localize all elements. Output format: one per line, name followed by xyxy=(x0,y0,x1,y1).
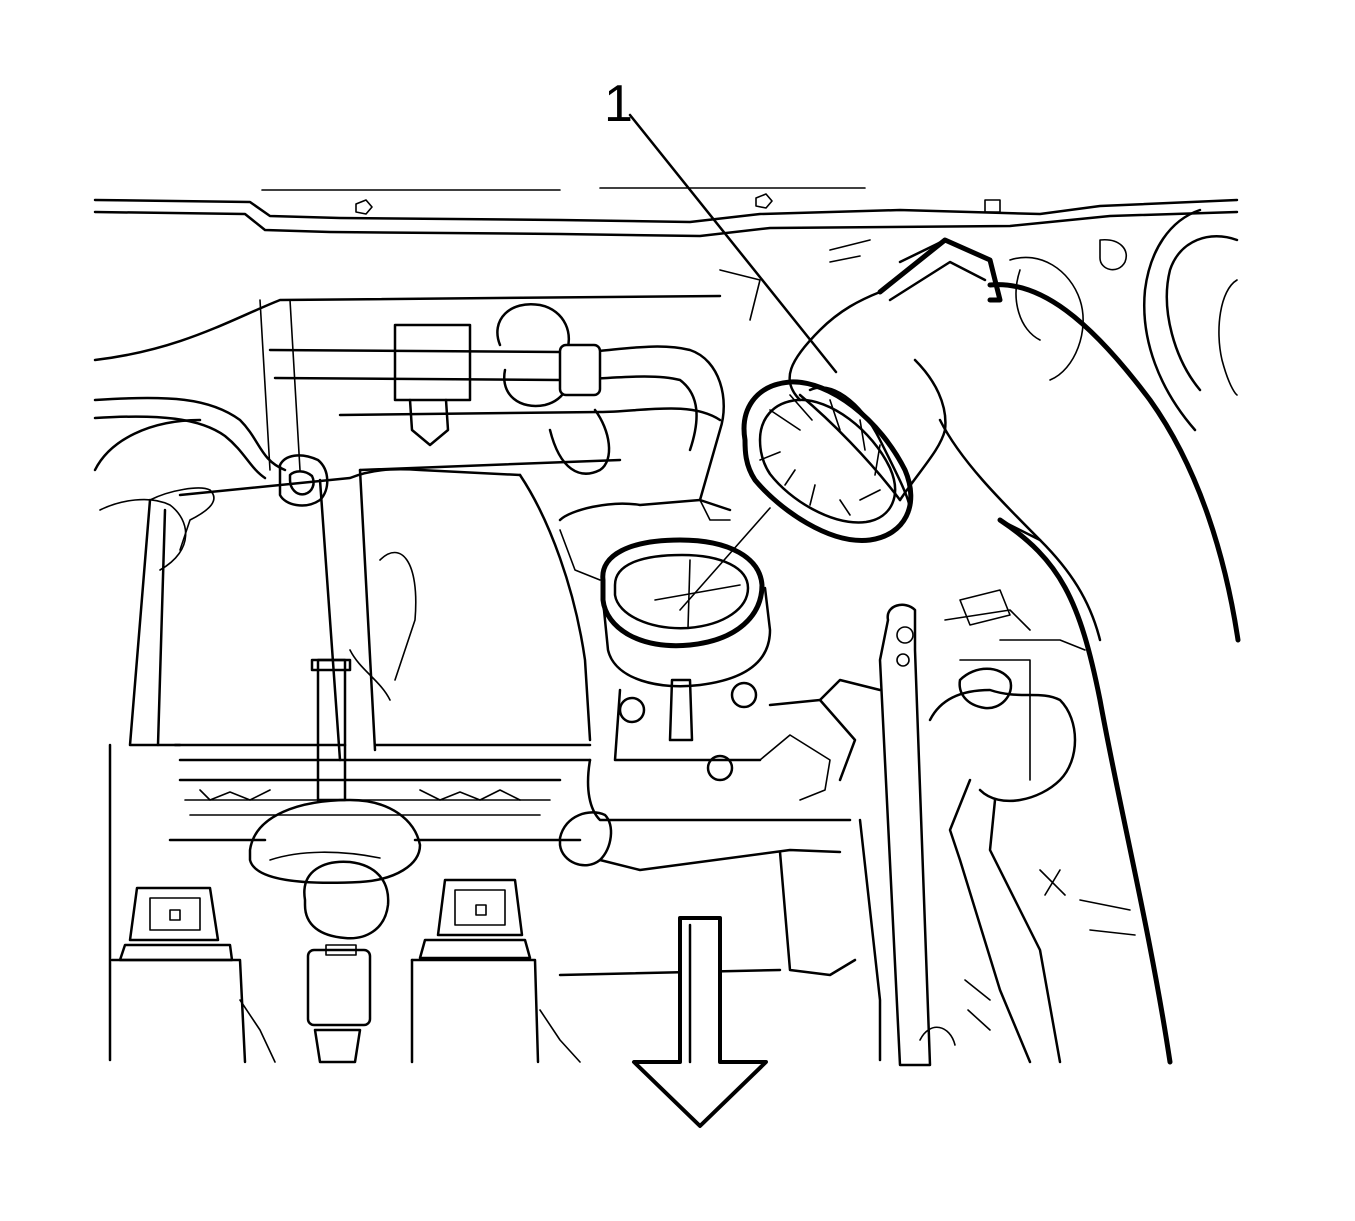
right-fender xyxy=(829,208,1239,432)
arrow-down-icon xyxy=(632,916,768,1128)
callout-hose xyxy=(741,237,1241,1065)
upper-hoses xyxy=(93,269,761,571)
ignition-coils xyxy=(110,878,581,1064)
engine-cover xyxy=(558,603,1136,1067)
manifold-rails xyxy=(168,758,592,842)
cowl-panel xyxy=(93,187,1239,238)
callout-leader-line xyxy=(628,113,838,374)
pcv-pipe xyxy=(248,658,422,1064)
throttle-body xyxy=(558,498,852,822)
intake-duct xyxy=(108,454,592,1062)
callout-number-1: 1 xyxy=(604,75,633,133)
